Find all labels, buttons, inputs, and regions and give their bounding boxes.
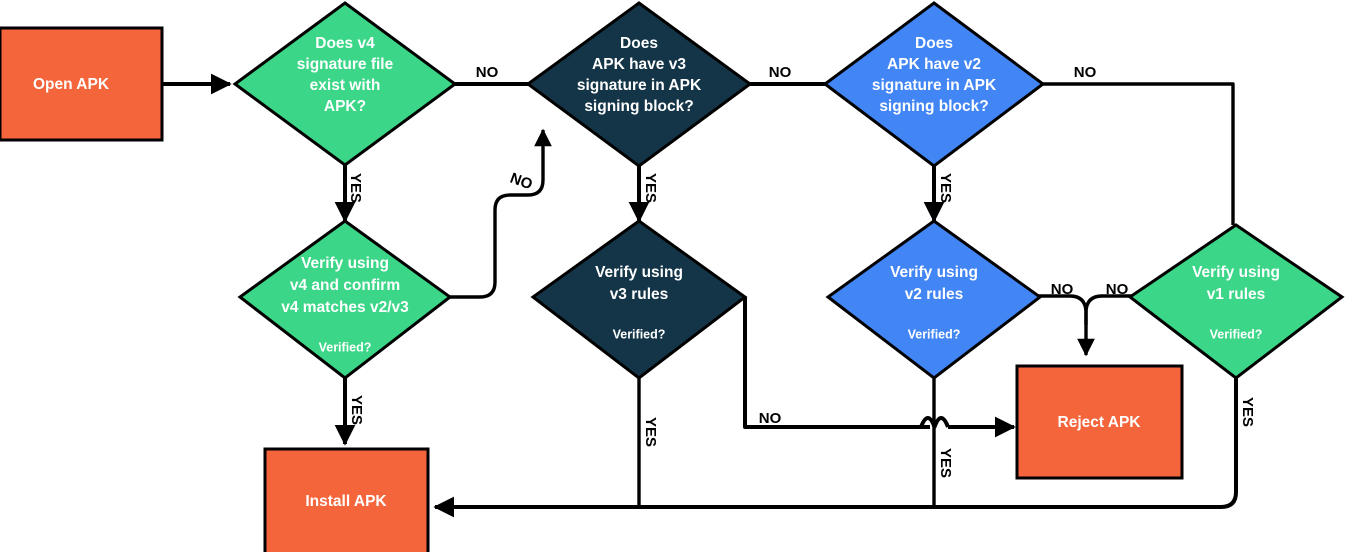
node-verify-v4-line2: v4 and confirm — [290, 277, 400, 294]
node-q-v4-file-line2: signature file — [297, 56, 394, 73]
edge-label-verifyv3-no: NO — [759, 410, 782, 427]
edge-label-verifyv2-yes: YES — [937, 448, 954, 478]
node-q-v3-block-line1: Does — [620, 35, 658, 52]
node-q-v3-block[interactable]: Does APK have v3 signature in APK signin… — [525, 1, 753, 168]
edge-label-v4file-no: NO — [476, 64, 499, 81]
edge-label-v4file-yes: YES — [347, 173, 364, 203]
edge-label-verifyv1-yes: YES — [1239, 397, 1256, 427]
node-verify-v4[interactable]: Verify using v4 and confirm v4 matches v… — [237, 219, 453, 380]
node-q-v4-file[interactable]: Does v4 signature file exist with APK? — [232, 1, 458, 167]
node-q-v4-file-line1: Does v4 — [315, 35, 375, 52]
node-q-v2-block-line2: APK have v2 — [887, 56, 981, 73]
node-open-apk-label: Open APK — [33, 76, 110, 93]
edge-verifyv2-no-to-reject — [1030, 294, 1088, 325]
node-q-v3-block-line4: signing block? — [584, 98, 693, 115]
edge-label-v3block-no: NO — [769, 64, 792, 81]
node-verify-v3-line2: v3 rules — [610, 286, 669, 303]
edge-label-verifyv4-yes: YES — [348, 395, 365, 425]
node-q-v2-block-line1: Does — [915, 35, 953, 52]
node-verify-v1-line1: Verify using — [1192, 264, 1280, 281]
edge-label-verifyv4-no: NO — [508, 170, 535, 194]
node-q-v2-block-line4: signing block? — [879, 98, 988, 115]
edge-label-v2block-yes: YES — [937, 173, 954, 203]
node-reject-apk[interactable]: Reject APK — [1015, 364, 1184, 480]
node-q-v2-block-line3: signature in APK — [872, 77, 997, 94]
edge-verifyv1-yes-to-install — [433, 378, 1238, 518]
node-q-v3-block-line2: APK have v3 — [592, 56, 686, 73]
node-verify-v3-question: Verified? — [613, 327, 666, 341]
node-q-v4-file-line4: APK? — [324, 98, 366, 115]
edge-line-hop-icon — [919, 416, 950, 429]
edge-label-v2block-no: NO — [1074, 64, 1097, 81]
node-verify-v4-line1: Verify using — [301, 255, 389, 272]
node-q-v2-block[interactable]: Does APK have v2 signature in APK signin… — [822, 1, 1046, 168]
node-verify-v3-line1: Verify using — [595, 264, 683, 281]
node-verify-v2-line2: v2 rules — [905, 286, 964, 303]
node-verify-v2-question: Verified? — [908, 327, 961, 341]
edge-v2block-no-to-verifyv1 — [1043, 82, 1235, 225]
edge-verifyv1-no-to-reject — [1077, 294, 1140, 357]
node-install-apk-label: Install APK — [305, 493, 387, 510]
edge-verifyv4-no-to-v3block — [450, 128, 552, 299]
node-reject-apk-label: Reject APK — [1058, 414, 1142, 431]
node-q-v4-file-line3: exist with — [310, 77, 381, 94]
edge-label-v3block-yes: YES — [642, 173, 659, 203]
node-verify-v4-line3: v4 matches v2/v3 — [281, 299, 409, 316]
edge-label-verifyv2-no: NO — [1051, 281, 1074, 298]
node-verify-v2-line1: Verify using — [890, 264, 978, 281]
node-open-apk[interactable]: Open APK — [0, 26, 164, 142]
edge-label-verifyv1-no: NO — [1106, 281, 1129, 298]
edge-label-verifyv3-yes: YES — [642, 417, 659, 447]
node-verify-v4-question: Verified? — [319, 340, 372, 354]
node-verify-v3[interactable]: Verify using v3 rules Verified? — [530, 219, 748, 380]
node-q-v3-block-line3: signature in APK — [577, 77, 702, 94]
node-install-apk[interactable]: Install APK — [263, 447, 430, 552]
node-verify-v1[interactable]: Verify using v1 rules Verified? — [1127, 223, 1345, 380]
node-verify-v1-question: Verified? — [1210, 327, 1263, 341]
node-verify-v2[interactable]: Verify using v2 rules Verified? — [825, 219, 1043, 380]
node-verify-v1-line2: v1 rules — [1207, 286, 1266, 303]
